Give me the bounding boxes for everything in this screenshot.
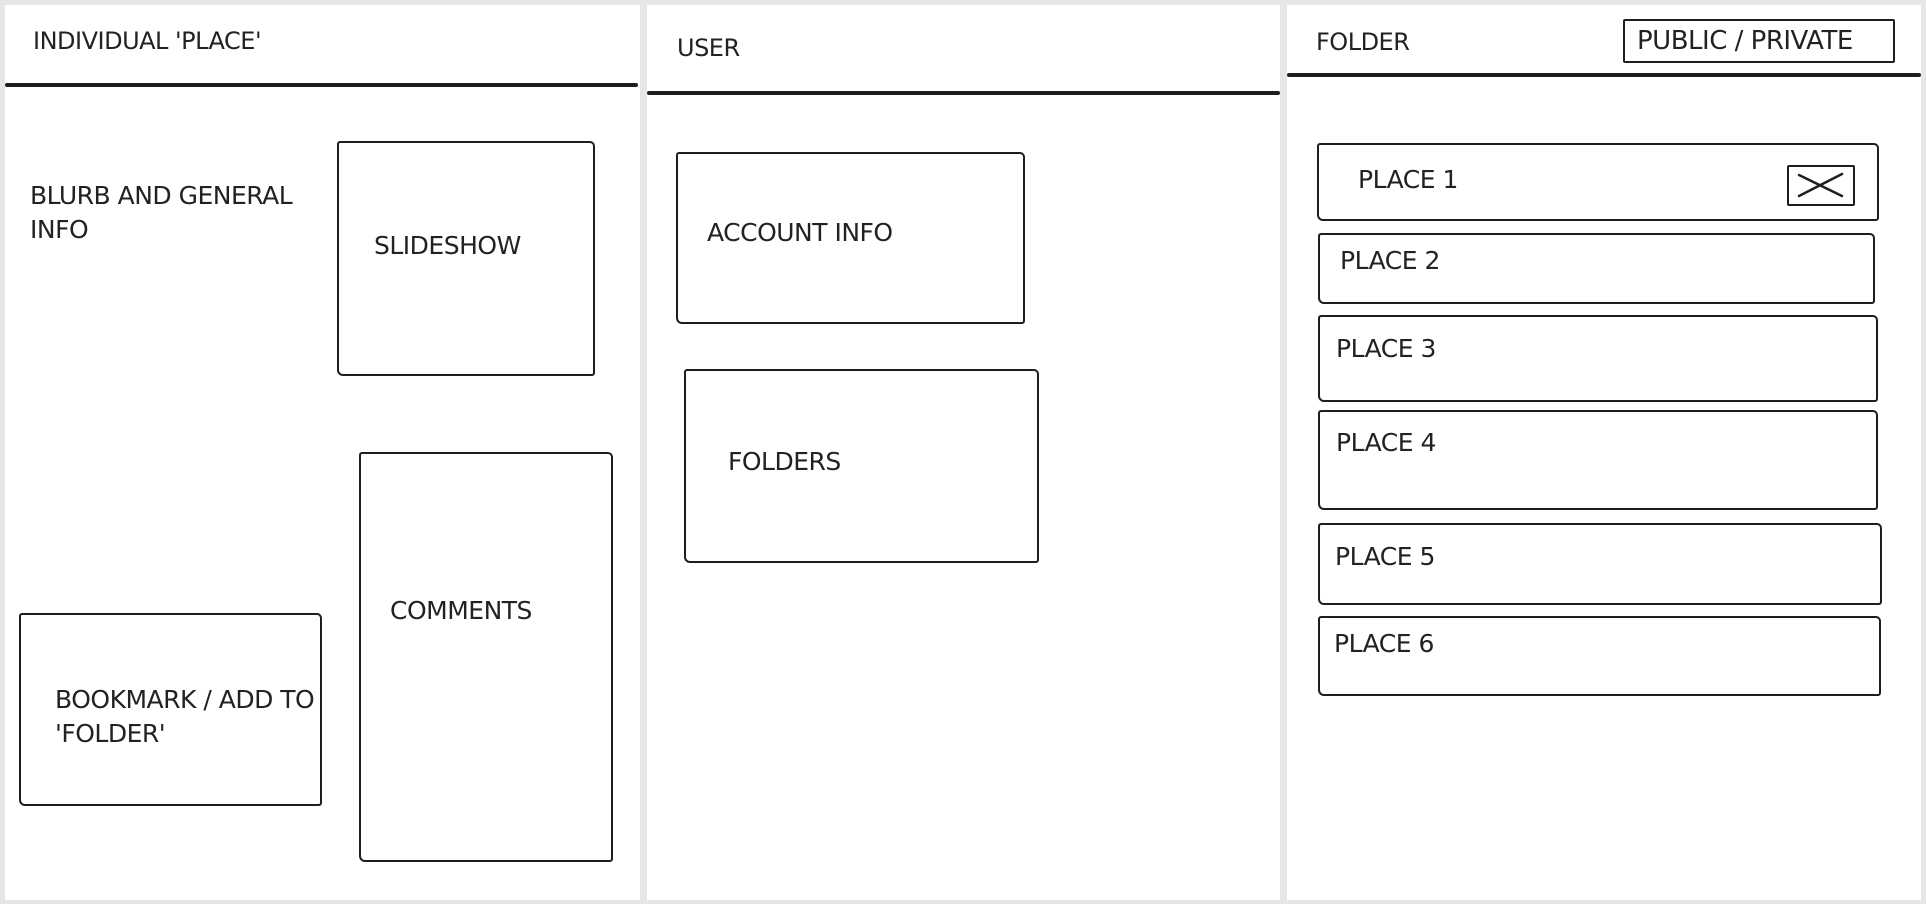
folders-box[interactable]: FOLDERS — [684, 369, 1039, 563]
place-list-item-4[interactable]: PLACE 4 — [1318, 410, 1878, 510]
folder-header-divider — [1287, 73, 1921, 77]
place-list-item-2[interactable]: PLACE 2 — [1318, 233, 1875, 304]
place-item-label: PLACE 2 — [1340, 246, 1440, 275]
slideshow-box[interactable]: SLIDESHOW — [337, 141, 595, 376]
comments-label: COMMENTS — [390, 596, 532, 625]
bookmark-label-line2: 'FOLDER' — [55, 719, 166, 748]
place-item-label: PLACE 4 — [1336, 428, 1436, 457]
close-icon — [1797, 172, 1844, 198]
blurb-text-line1: BLURB AND GENERAL — [30, 181, 293, 210]
place-item-label: PLACE 1 — [1358, 165, 1458, 194]
blurb-text-line2: INFO — [30, 215, 89, 244]
folder-panel: FOLDER PUBLIC / PRIVATE PLACE 1 PLACE 2 … — [1287, 5, 1921, 900]
public-private-toggle[interactable]: PUBLIC / PRIVATE — [1623, 19, 1895, 63]
place-list-item-3[interactable]: PLACE 3 — [1318, 315, 1878, 402]
place-list-item-5[interactable]: PLACE 5 — [1318, 523, 1882, 605]
slideshow-label: SLIDESHOW — [374, 231, 521, 260]
place-item-label: PLACE 3 — [1336, 334, 1436, 363]
user-panel-title: USER — [677, 34, 740, 62]
place-panel: INDIVIDUAL 'PLACE' BLURB AND GENERAL INF… — [5, 5, 640, 900]
place-item-label: PLACE 5 — [1335, 542, 1435, 571]
folder-panel-title: FOLDER — [1316, 28, 1410, 56]
bookmark-label-line1: BOOKMARK / ADD TO — [55, 685, 315, 714]
place-header-divider — [5, 83, 638, 87]
bookmark-add-to-folder-button[interactable]: BOOKMARK / ADD TO 'FOLDER' — [19, 613, 322, 806]
comments-box[interactable]: COMMENTS — [359, 452, 613, 862]
place-panel-title: INDIVIDUAL 'PLACE' — [33, 27, 262, 55]
remove-place-button[interactable] — [1787, 165, 1855, 206]
account-info-box[interactable]: ACCOUNT INFO — [676, 152, 1025, 324]
user-header-divider — [647, 91, 1280, 95]
place-list-item-6[interactable]: PLACE 6 — [1318, 616, 1881, 696]
account-info-label: ACCOUNT INFO — [707, 218, 893, 247]
place-list-item-1[interactable]: PLACE 1 — [1317, 143, 1879, 221]
folders-label: FOLDERS — [728, 447, 841, 476]
place-item-label: PLACE 6 — [1334, 629, 1434, 658]
user-panel: USER ACCOUNT INFO FOLDERS — [647, 5, 1280, 900]
